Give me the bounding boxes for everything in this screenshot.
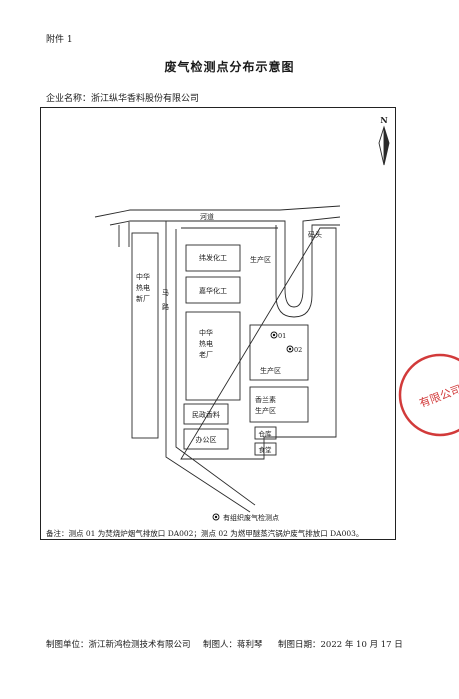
plant-old-label-2: 热电 xyxy=(199,339,213,348)
company-name: 浙江纵华香料股份有限公司 xyxy=(91,94,200,104)
remark-note: 备注：测点 01 为焚烧炉烟气排放口 DA002；测点 02 为燃甲醚蒸汽锅炉废… xyxy=(46,529,364,538)
company-label: 企业名称： xyxy=(46,94,92,104)
footer-date: 制图日期：2022 年 10 月 17 日 xyxy=(278,638,403,650)
plant-new-label-2: 热电 xyxy=(136,283,150,292)
weifa-label: 纬发化工 xyxy=(199,253,227,262)
footer-maker: 制图单位：浙江新鸿检测技术有限公司 xyxy=(46,638,191,650)
jiahua-box xyxy=(185,276,241,304)
page-title: 废气检测点分布示意图 xyxy=(164,60,295,74)
minzheng-label: 民政香料 xyxy=(192,410,220,419)
north-label: N xyxy=(380,115,387,125)
site-perimeter xyxy=(180,227,337,460)
person-label: 制图人： xyxy=(203,640,238,650)
production-top-label: 生产区 xyxy=(250,255,271,264)
road-label-2: 路 xyxy=(162,302,169,311)
xianglansu-label-2: 生产区 xyxy=(255,406,276,415)
point-02-icon xyxy=(286,345,294,353)
canteen-box xyxy=(254,442,277,456)
point-02-label: 02 xyxy=(294,346,302,354)
river-inner-loop xyxy=(275,224,340,318)
warehouse-box xyxy=(254,426,277,440)
map-frame xyxy=(40,107,396,540)
site-map: N 河道 码头 马 路 中华 热电 新厂 纬发化工 嘉华化工 生产区 中华 热电… xyxy=(94,115,390,522)
plant-new-label-1: 中华 xyxy=(136,272,150,281)
plant-new-label-3: 新厂 xyxy=(136,294,150,303)
river-label: 河道 xyxy=(200,212,214,221)
road-right xyxy=(175,229,256,506)
old-plant-box xyxy=(185,311,241,401)
weifa-box xyxy=(185,244,241,272)
canteen-label: 食堂 xyxy=(259,445,273,454)
maker-name: 浙江新鸿检测技术有限公司 xyxy=(88,640,191,650)
attachment-label: 附件 1 xyxy=(46,35,73,45)
point-01-label: 01 xyxy=(278,332,286,340)
production-mid-box xyxy=(249,324,309,381)
footer-person: 制图人：蒋利琴 xyxy=(203,638,263,650)
seal-text: 有限公司 xyxy=(417,382,459,410)
point-01-icon xyxy=(270,331,278,339)
company-seal: 有限公司 xyxy=(398,353,459,437)
office-label: 办公区 xyxy=(196,435,217,444)
legend-label: 有组织废气检测点 xyxy=(223,513,279,522)
xianglansu-box xyxy=(249,386,309,423)
road-label-1: 马 xyxy=(162,289,169,297)
plant-old-label-1: 中华 xyxy=(199,328,213,337)
river-left-arm xyxy=(118,222,130,247)
person-name: 蒋利琴 xyxy=(237,640,263,650)
date-value: 2022 年 10 月 17 日 xyxy=(320,640,403,650)
jiahua-label: 嘉华化工 xyxy=(199,286,227,295)
dock-label: 码头 xyxy=(308,230,322,239)
xianglansu-label-1: 香兰素 xyxy=(255,395,276,404)
river-lower-bank xyxy=(109,216,341,308)
road-left xyxy=(165,255,251,513)
maker-label: 制图单位： xyxy=(46,640,89,650)
plant-old-label-3: 老厂 xyxy=(199,350,213,359)
warehouse-label: 仓库 xyxy=(259,429,273,438)
office-box xyxy=(183,428,229,450)
legend-marker-icon xyxy=(212,513,220,521)
date-label: 制图日期： xyxy=(278,640,321,650)
minzheng-box xyxy=(183,403,229,425)
plant-new-box xyxy=(131,232,159,439)
river-upper-bank xyxy=(94,205,341,218)
production-mid-label: 生产区 xyxy=(260,366,281,375)
company-line: 企业名称：浙江纵华香料股份有限公司 xyxy=(46,91,199,104)
